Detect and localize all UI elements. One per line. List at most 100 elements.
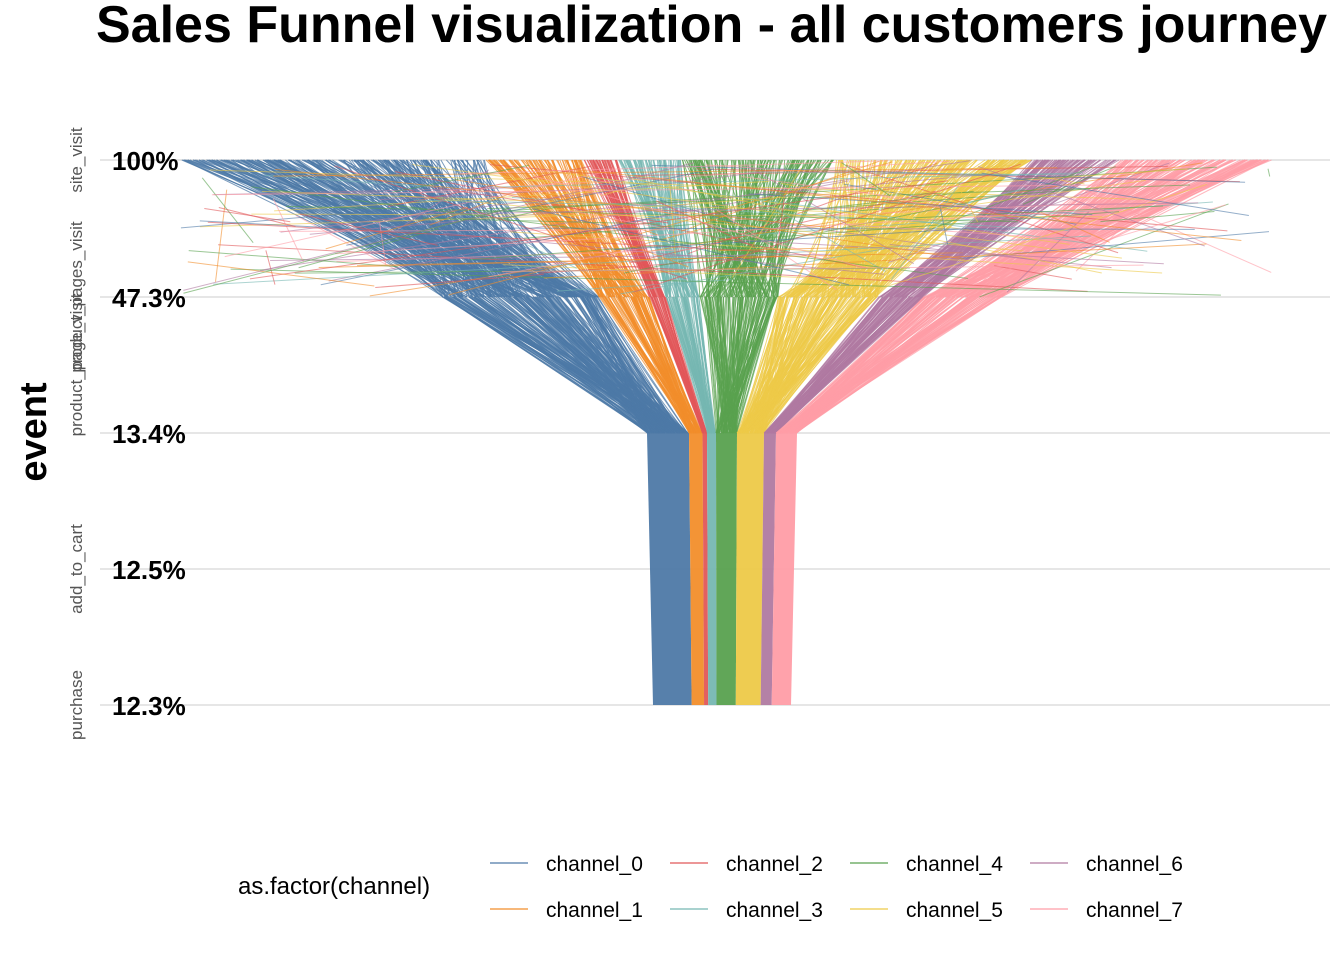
journey-line — [640, 296, 702, 434]
journey-line — [453, 159, 499, 298]
journey-line — [566, 220, 689, 268]
journey-line — [741, 175, 962, 207]
journey-line — [666, 296, 709, 434]
funnel-ribbons — [180, 159, 1272, 705]
journey-line — [307, 159, 580, 298]
journey-line — [274, 180, 770, 212]
journey-line — [724, 296, 765, 434]
journey-line — [997, 159, 1233, 298]
journey-line — [512, 296, 674, 434]
journey-line — [915, 159, 1116, 298]
journey-line — [760, 296, 865, 434]
journey-line — [469, 211, 1120, 261]
journey-line — [972, 159, 1132, 298]
journey-line — [630, 296, 701, 434]
journey-line — [494, 172, 1083, 188]
journey-line — [645, 296, 700, 434]
journey-line — [273, 167, 1058, 177]
journey-line — [979, 203, 1229, 298]
journey-line — [745, 296, 788, 434]
journey-line — [316, 159, 512, 298]
journey-line — [663, 296, 705, 434]
journey-line — [848, 224, 1086, 241]
journey-line — [215, 189, 228, 282]
journey-line — [740, 296, 788, 434]
journey-line — [941, 159, 1225, 298]
journey-line — [289, 159, 496, 298]
journey-line — [655, 200, 756, 249]
journey-line — [392, 164, 529, 193]
journey-line — [744, 296, 853, 434]
journey-line — [459, 296, 671, 434]
journey-line — [413, 199, 693, 207]
journey-line — [264, 174, 434, 188]
journey-line — [643, 296, 693, 434]
legend: as.factor(channel) channel_0channel_1cha… — [238, 853, 1183, 922]
journey-line — [314, 159, 507, 298]
journey-line — [884, 183, 1207, 288]
journey-line — [635, 296, 690, 434]
journey-line — [459, 296, 649, 434]
journey-line — [187, 261, 375, 287]
journey-line — [719, 296, 737, 434]
journey-line — [994, 265, 1072, 280]
journey-line — [1002, 204, 1226, 272]
legend-label-channel_5: channel_5 — [906, 899, 1003, 922]
funnel-column-channel_2 — [702, 433, 709, 705]
journey-line — [715, 296, 748, 434]
journey-line — [379, 221, 387, 265]
journey-line — [952, 159, 1265, 298]
y-axis: 100%47.3%13.4%12.5%12.3%site_visitproduc… — [67, 127, 186, 740]
journey-line — [272, 198, 305, 263]
stage-label: product_page_visit — [67, 293, 86, 436]
journey-line — [422, 217, 661, 225]
journey-line — [889, 244, 1112, 269]
journey-line — [666, 296, 713, 434]
journey-line — [298, 228, 439, 269]
journey-line — [792, 296, 979, 434]
journey-line — [458, 296, 663, 434]
legend-label-channel_0: channel_0 — [546, 853, 643, 876]
funnel-column-channel_1 — [689, 433, 705, 705]
journey-line — [704, 296, 732, 434]
journey-line — [769, 296, 923, 434]
journey-line — [546, 296, 658, 434]
journey-line — [751, 296, 847, 434]
journey-line — [707, 296, 728, 434]
journey-line — [741, 296, 838, 434]
journey-line — [919, 159, 1058, 298]
journey-line — [927, 159, 1206, 298]
legend-label-channel_1: channel_1 — [546, 899, 643, 922]
stage-label: product_pages_visit — [67, 221, 86, 372]
journey-line — [587, 296, 662, 434]
journey-line — [742, 296, 850, 434]
journey-line — [413, 159, 489, 298]
journey-line — [691, 296, 715, 434]
journey-line — [784, 296, 956, 434]
journey-line — [736, 239, 1164, 265]
journey-line — [735, 296, 769, 434]
journey-line — [460, 160, 889, 175]
funnel-column-channel_3 — [707, 433, 717, 705]
journey-line — [721, 296, 778, 434]
journey-line — [974, 159, 1174, 298]
journey-line — [213, 235, 1091, 285]
journey-line — [275, 168, 855, 231]
journey-line — [444, 296, 650, 434]
journey-line — [534, 296, 680, 434]
journey-line — [375, 273, 544, 289]
journey-line — [997, 159, 1176, 298]
journey-line — [211, 184, 1116, 196]
journey-line — [717, 296, 722, 434]
journey-line — [682, 296, 708, 434]
stage-label: purchase — [67, 670, 86, 740]
journey-line — [951, 175, 979, 223]
journey-line — [750, 296, 858, 434]
funnel-column-channel_5 — [735, 433, 764, 705]
stage-label: site_visit — [67, 127, 86, 192]
journey-line — [821, 190, 974, 210]
y-axis-label: event — [13, 382, 55, 482]
journey-line — [740, 296, 796, 434]
journey-line — [325, 206, 469, 250]
journey-line — [482, 296, 660, 434]
